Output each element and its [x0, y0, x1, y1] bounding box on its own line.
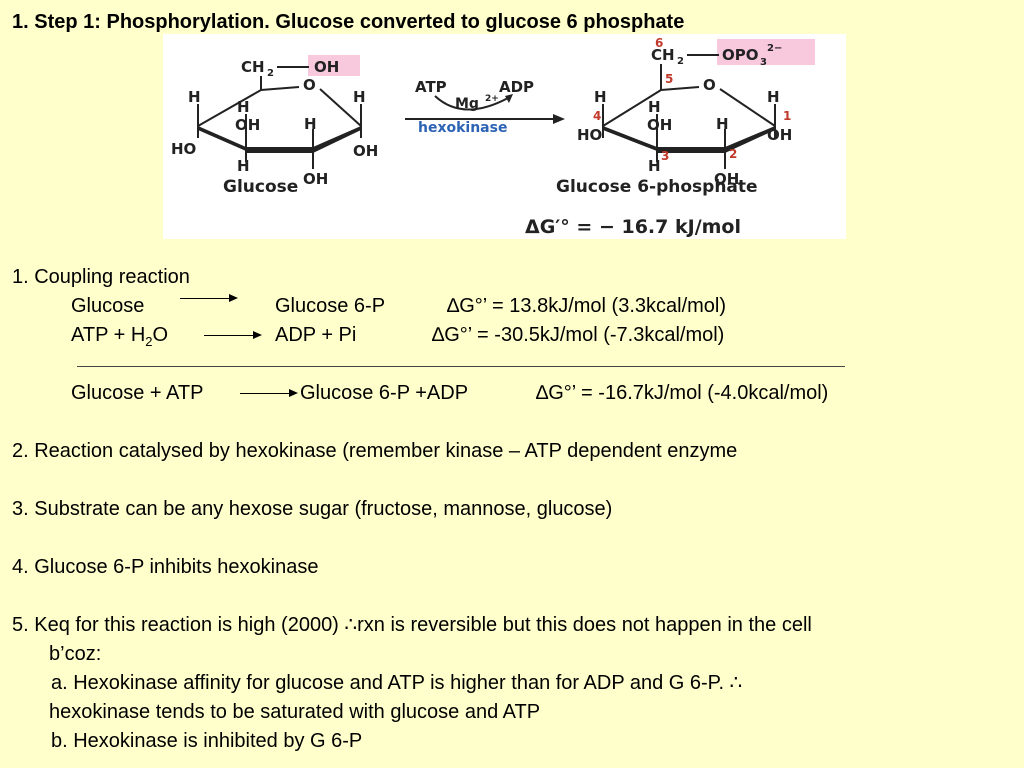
- ch2-label: CH: [241, 58, 265, 76]
- carbon-number-5: 5: [665, 72, 673, 86]
- glucose-6-phosphate-structure: 6 CH 2 OPO 3 2− 5 O H 4 HO H OH 3: [525, 36, 815, 238]
- opo-subscript: 3: [760, 57, 767, 68]
- reaction-diagram: CH 2 OH O H HO H OH H H OH H O: [171, 36, 815, 238]
- hexokinase-arrow: ATP ADP Mg 2+ hexokinase: [405, 78, 565, 136]
- point-5a-line2: hexokinase tends to be saturated with gl…: [49, 701, 541, 723]
- point-4: 4. Glucose 6-P inhibits hexokinase: [12, 556, 319, 578]
- glucose-name-label: Glucose: [223, 177, 298, 197]
- point-5-line2: b’coz:: [49, 643, 102, 665]
- reaction2-arrow: [204, 331, 262, 339]
- reaction3-delta-g: ∆G°’ = -16.7kJ/mol (-4.0kcal/mol): [536, 382, 829, 404]
- reaction2-left-b: O: [152, 324, 169, 346]
- ch2-subscript-right: 2: [677, 56, 684, 67]
- hexokinase-label: hexokinase: [418, 120, 507, 136]
- sum-rule: [77, 366, 845, 367]
- reaction1-right: Glucose 6-P: [275, 295, 386, 317]
- h-label-right-5: H: [648, 157, 661, 175]
- mg-superscript: 2+: [485, 94, 499, 104]
- ho-left-label: HO: [171, 140, 196, 158]
- h-label-right-3: H: [716, 115, 729, 133]
- reaction2-subscript: 2: [145, 334, 153, 349]
- oh-bottom-label: OH: [303, 170, 328, 188]
- h-label-right-4: H: [767, 88, 780, 106]
- h-label-5: H: [237, 157, 250, 175]
- reaction1-arrow: [180, 294, 238, 302]
- carbon-number-1: 1: [783, 109, 791, 123]
- reaction3-left: Glucose + ATP: [71, 382, 204, 404]
- h-label-2: H: [237, 98, 250, 116]
- point-2: 2. Reaction catalysed by hexokinase (rem…: [12, 440, 738, 462]
- carbon-number-3: 3: [661, 149, 669, 163]
- adp-label: ADP: [499, 78, 534, 96]
- opo-superscript: 2−: [767, 43, 782, 54]
- oh-highlight: [308, 55, 360, 76]
- oh-mid-label: OH: [235, 116, 260, 134]
- slide-title: 1. Step 1: Phosphorylation. Glucose conv…: [12, 11, 685, 33]
- atp-label: ATP: [415, 78, 447, 96]
- coupling-heading: 1. Coupling reaction: [12, 266, 190, 288]
- reaction3-right: Glucose 6-P +ADP: [300, 382, 469, 404]
- glucose-structure: CH 2 OH O H HO H OH H H OH H O: [171, 55, 378, 197]
- point-5-line1: 5. Keq for this reaction is high (2000) …: [12, 614, 812, 636]
- carbon-number-6: 6: [655, 36, 663, 50]
- glucose-6-phosphate-name-label: Glucose 6-phosphate: [556, 177, 758, 197]
- carbon-number-4: 4: [593, 109, 601, 123]
- delta-g-label: ΔG′° = − 16.7 kJ/mol: [525, 216, 741, 238]
- reaction2-right: ADP + Pi: [275, 324, 357, 346]
- reaction2-left-a: ATP + H: [71, 324, 146, 346]
- reaction2-delta-g: ∆G°’ = -30.5kJ/mol (-7.3kcal/mol): [432, 324, 725, 346]
- phosphate-highlight: [717, 39, 815, 65]
- h-label-1: H: [188, 88, 201, 106]
- ch2-label-right: CH: [651, 46, 675, 64]
- point-5b: b. Hexokinase is inhibited by G 6-P: [51, 730, 363, 752]
- oh-bottom-label-right: OH: [714, 170, 739, 188]
- h-label-right-1: H: [594, 88, 607, 106]
- h-label-4: H: [353, 88, 366, 106]
- reaction3-arrow: [240, 389, 298, 397]
- h-label-right-2: H: [648, 98, 661, 116]
- h-label-3: H: [304, 115, 317, 133]
- reaction1-delta-g: ∆G°’ = 13.8kJ/mol (3.3kcal/mol): [447, 295, 727, 317]
- reaction2-left: ATP + H2O: [71, 323, 168, 354]
- oh-right-label: OH: [353, 142, 378, 160]
- oh-top-label: OH: [314, 58, 339, 76]
- point-5a-line1: a. Hexokinase affinity for glucose and A…: [51, 672, 743, 694]
- ring-oxygen-label-right: O: [703, 76, 716, 94]
- oh-mid-label-right: OH: [647, 116, 672, 134]
- reaction1-left: Glucose: [71, 295, 145, 317]
- ring-oxygen-label: O: [303, 76, 316, 94]
- ho-left-label-right: HO: [577, 126, 602, 144]
- point-3: 3. Substrate can be any hexose sugar (fr…: [12, 498, 613, 520]
- opo-label: OPO: [722, 46, 759, 64]
- reaction-figure: CH 2 OH O H HO H OH H H OH H O: [163, 34, 846, 239]
- ch2-subscript: 2: [267, 68, 274, 79]
- carbon-number-2: 2: [729, 147, 737, 161]
- oh-right-label-right: OH: [767, 126, 792, 144]
